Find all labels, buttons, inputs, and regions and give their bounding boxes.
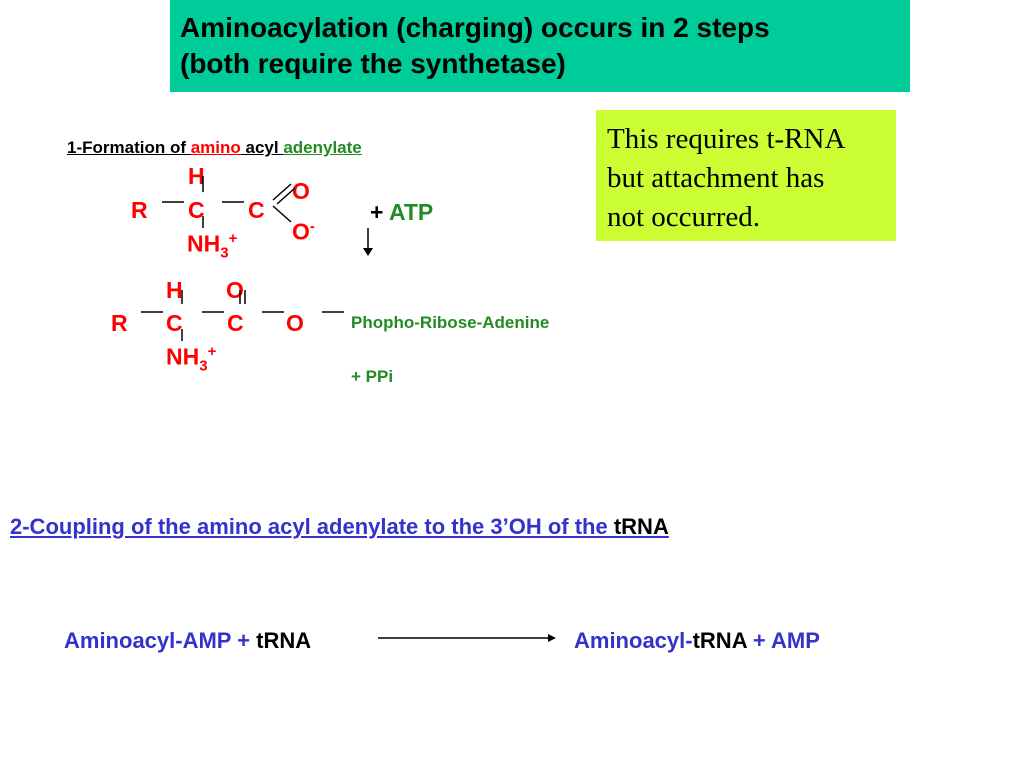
bond-co-double-1 [272, 183, 292, 201]
atp-plus: + [370, 199, 389, 225]
aa-nh-sub: 3 [220, 244, 229, 262]
title-line-1: Aminoacylation (charging) occurs in 2 st… [180, 12, 770, 43]
aa-r: R [131, 197, 148, 223]
reaction-right-c: + AMP [746, 628, 820, 653]
slide-title: Aminoacylation (charging) occurs in 2 st… [180, 10, 770, 82]
reaction-right-a: Aminoacyl- [574, 628, 693, 653]
aa-o-minus-symbol: O [292, 218, 310, 245]
note-line-3: not occurred. [607, 201, 760, 233]
ad-nh-sup: + [207, 343, 217, 360]
reaction-left-a: Aminoacyl-AMP + [64, 628, 257, 653]
reaction-right: Aminoacyl-tRNA + AMP [574, 628, 820, 654]
aa-o-minus: O- [292, 218, 315, 246]
ad-h: H [166, 277, 183, 303]
aa-h: H [188, 163, 205, 189]
ad-r: R [111, 310, 128, 336]
ad-nh3: NH3+ [166, 343, 216, 374]
reaction-left: Aminoacyl-AMP + tRNA [64, 628, 311, 654]
reaction-arrow-head [363, 248, 373, 256]
step2-heading: 2-Coupling of the amino acyl adenylate t… [10, 514, 669, 540]
aa-o-double: O [292, 178, 310, 204]
step2-trna: tRNA [613, 514, 669, 539]
atp-text: ATP [388, 199, 434, 225]
ad-c2: C [227, 310, 244, 336]
note-line-2: but attachment has [607, 162, 825, 194]
ad-nh-symbol: NH [166, 343, 200, 370]
aa-nh-symbol: NH [187, 230, 221, 257]
reaction-right-b: tRNA [692, 628, 747, 653]
title-banner: Aminoacylation (charging) occurs in 2 st… [170, 0, 910, 92]
ad-tail: Phopho-Ribose-Adenine [351, 313, 550, 332]
aa-c2: C [248, 197, 265, 223]
aa-c1: C [188, 197, 205, 223]
step1-acyl: acyl [240, 138, 284, 157]
step1-adenylate: adenylate [283, 138, 362, 157]
note-box: This requires t-RNA but attachment has n… [596, 110, 896, 241]
step1-heading: 1-Formation of amino acyl adenylate [67, 138, 362, 158]
note-text: This requires t-RNA but attachment has n… [607, 120, 845, 237]
ad-o: O [286, 310, 304, 336]
note-line-1: This requires t-RNA [607, 123, 846, 155]
aa-nh-sup: + [228, 230, 238, 247]
bond-co-single [272, 205, 292, 223]
step2-text: 2-Coupling of the amino acyl adenylate t… [10, 514, 614, 539]
title-line-2: (both require the synthetase) [180, 48, 566, 79]
ppi-label: + PPi [351, 367, 394, 386]
ad-c1: C [166, 310, 183, 336]
aa-nh3: NH3+ [187, 230, 237, 261]
reaction-left-b: tRNA [256, 628, 312, 653]
coupling-arrow-head [548, 634, 556, 642]
step1-amino: amino [190, 138, 241, 157]
atp-label: + ATP [370, 199, 433, 226]
step1-prefix: 1-Formation of [67, 138, 191, 157]
aa-o-charge: - [309, 218, 315, 235]
ad-nh-sub: 3 [199, 357, 208, 375]
bond-co-double-2 [276, 187, 296, 205]
